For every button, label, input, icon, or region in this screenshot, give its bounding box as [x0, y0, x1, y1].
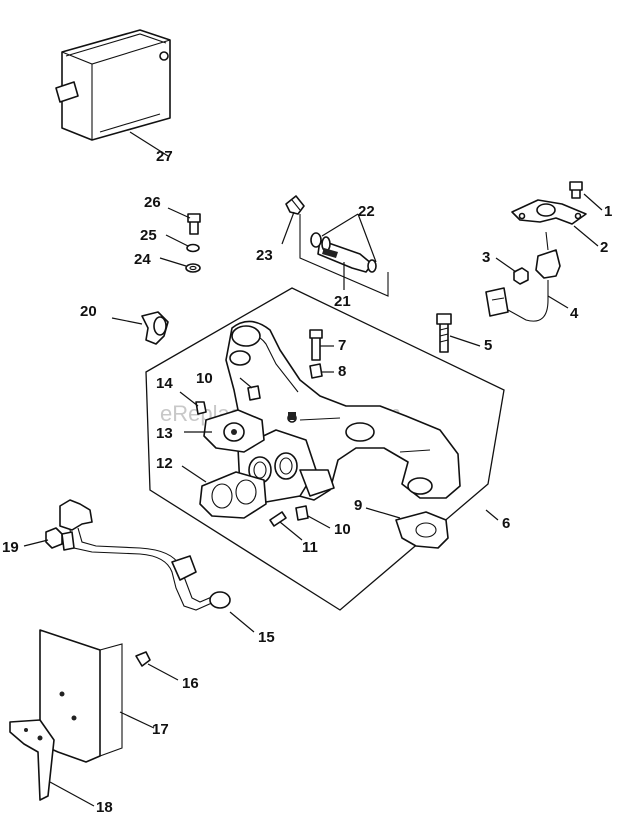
callout-25: 25	[140, 227, 157, 244]
callout-10-upper: 10	[196, 370, 213, 387]
callout-4: 4	[570, 305, 579, 322]
callout-10-lower: 10	[334, 521, 351, 538]
part-10-nut-upper	[247, 385, 261, 401]
leader-lines	[23, 131, 603, 807]
callout-11: 11	[302, 539, 318, 556]
callout-26: 26	[144, 194, 161, 211]
part-11-stud	[269, 511, 287, 527]
callout-21: 21	[334, 293, 351, 310]
part-12-gasket	[199, 471, 267, 519]
part-24-nut	[185, 263, 201, 273]
part-4-sensor	[485, 231, 561, 322]
callout-9: 9	[354, 497, 362, 514]
callout-15: 15	[258, 629, 275, 646]
part-23-clip	[285, 195, 305, 215]
callout-20: 20	[80, 303, 97, 320]
callout-23: 23	[256, 247, 273, 264]
part-21-injector	[299, 214, 389, 297]
part-14-screw	[195, 401, 207, 415]
callout-8: 8	[338, 363, 346, 380]
part-1-screw	[569, 181, 583, 199]
part-13-regulator	[203, 409, 265, 453]
part-9-gasket	[395, 511, 449, 549]
callout-27: 27	[156, 148, 173, 165]
part-19-nut	[45, 527, 63, 549]
part-18-bracket	[9, 719, 55, 801]
callout-5: 5	[484, 337, 492, 354]
callout-16: 16	[182, 675, 199, 692]
part-2-bracket	[511, 199, 587, 225]
callout-2: 2	[600, 239, 608, 256]
part-16-nut	[135, 651, 151, 667]
callout-18: 18	[96, 799, 113, 816]
callout-6: 6	[502, 515, 510, 532]
part-26-bolt	[187, 213, 201, 235]
part-20-elbow-fitting	[141, 311, 169, 345]
callout-19: 19	[2, 539, 19, 556]
callout-3: 3	[482, 249, 490, 266]
callout-14: 14	[156, 375, 173, 392]
part-8-nut	[309, 363, 323, 379]
callout-22: 22	[358, 203, 375, 220]
callout-labels: 27 26 25 24 23 22 21 1 2 3 4 5 20 7 8 10…	[2, 148, 612, 816]
part-6-manifold-frame	[145, 287, 505, 611]
callout-1: 1	[604, 203, 612, 220]
part-3-nut	[513, 267, 529, 285]
callout-17: 17	[152, 721, 169, 738]
part-15-fuel-tube	[59, 499, 231, 611]
part-7-bolt	[309, 329, 323, 361]
part-5-bolt	[436, 313, 452, 353]
part-27-control-module	[55, 29, 171, 141]
callout-24: 24	[134, 251, 151, 268]
callout-12: 12	[156, 455, 173, 472]
part-25-washer	[186, 243, 200, 253]
callout-7: 7	[338, 337, 346, 354]
part-10-nut-lower	[295, 505, 309, 521]
callout-13: 13	[156, 425, 173, 442]
